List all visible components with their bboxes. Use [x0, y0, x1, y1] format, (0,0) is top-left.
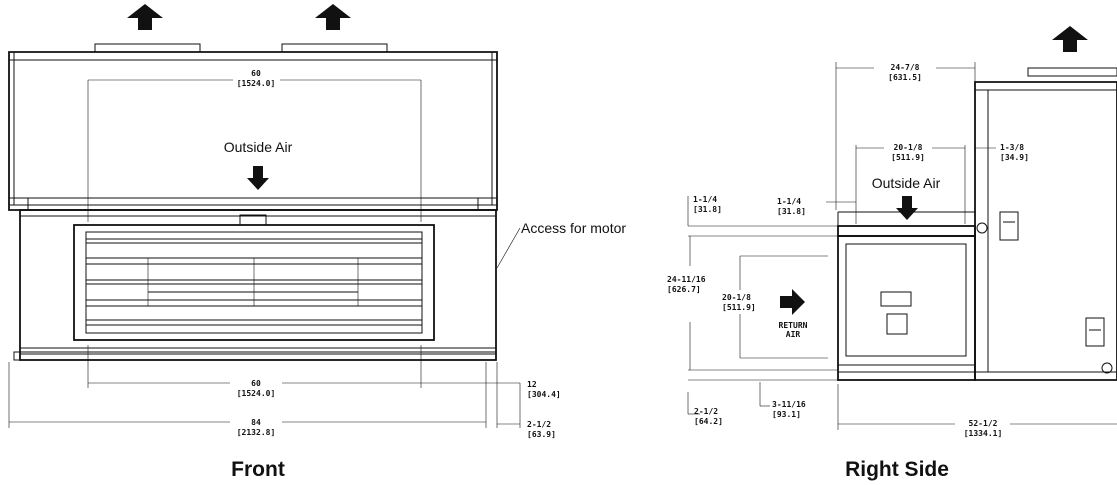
exhaust-arrow-icon — [1052, 26, 1088, 52]
dim-side-3-11-16-mm: [93.1] — [772, 410, 801, 419]
dim-front-overall-84: 84 — [251, 418, 261, 427]
dim-side-2-1-2: 2-1/2 — [694, 407, 718, 416]
dim-front-overall-84-mm: [2132.8] — [237, 428, 276, 437]
dim-front-top-60-mm: [1524.0] — [237, 79, 276, 88]
dim-front-right-2-1-2: 2-1/2 — [527, 420, 551, 429]
return-air-label-line2: AIR — [786, 330, 801, 339]
dim-side-1-3-8-mm: [34.9] — [1000, 153, 1029, 162]
outside-air-hood — [8, 51, 498, 211]
front-view: 60 [1524.0] 60 [1524.0] 84 [2132.8] 12 [… — [8, 4, 626, 481]
front-outside-air-label: Outside Air — [224, 139, 293, 155]
side-outside-air-label: Outside Air — [872, 175, 941, 191]
dim-side-24-11-16: 24-11/16 — [667, 275, 706, 284]
dim-front-bottom-60: 60 — [251, 379, 261, 388]
return-air-arrow-icon — [780, 289, 805, 315]
dim-front-right-2-1-2-mm: [63.9] — [527, 430, 556, 439]
dim-side-24-7-8-mm: [631.5] — [888, 73, 922, 82]
dim-side-24-11-16-mm: [626.7] — [667, 285, 701, 294]
dim-front-right-12: 12 — [527, 380, 537, 389]
dim-side-3-11-16: 3-11/16 — [772, 400, 806, 409]
dim-side-20-1-8: 20-1/8 — [894, 143, 923, 152]
dim-front-bottom-60-mm: [1524.0] — [237, 389, 276, 398]
return-air-label-line1: RETURN — [779, 321, 808, 330]
exhaust-arrow-icon — [315, 4, 351, 30]
dim-side-52-1-2: 52-1/2 — [969, 419, 998, 428]
exhaust-arrow-icon — [127, 4, 163, 30]
right-side-view: 24-7/8 [631.5] 20-1/8 [511.9] 1-3/8 [34.… — [667, 26, 1117, 481]
outside-air-down-arrow-icon — [896, 196, 918, 220]
front-caption: Front — [231, 458, 285, 481]
dim-front-top-60: 60 — [251, 69, 261, 78]
dim-side-20-1-8-mm: [511.9] — [891, 153, 925, 162]
side-cabinet — [974, 81, 1117, 381]
dim-front-right-12-mm: [304.4] — [527, 390, 561, 399]
side-hood — [837, 225, 976, 237]
access-for-motor-label: Access for motor — [521, 220, 626, 236]
right-side-caption: Right Side — [845, 458, 949, 481]
dim-side-center-1-1-4: 1-1/4 — [777, 197, 801, 206]
dim-side-inner-20-1-8-mm: [511.9] — [722, 303, 756, 312]
dim-side-52-1-2-mm: [1334.1] — [964, 429, 1003, 438]
side-return-box — [837, 235, 976, 381]
dim-side-left-1-1-4: 1-1/4 — [693, 195, 717, 204]
dim-side-24-7-8: 24-7/8 — [891, 63, 920, 72]
dim-side-2-1-2-mm: [64.2] — [694, 417, 723, 426]
dim-side-1-3-8: 1-3/8 — [1000, 143, 1024, 152]
inlet-frame — [73, 224, 435, 341]
dim-side-left-1-1-4-mm: [31.8] — [693, 205, 722, 214]
outside-air-down-arrow-icon — [247, 166, 269, 190]
dim-side-center-1-1-4-mm: [31.8] — [777, 207, 806, 216]
dim-side-inner-20-1-8: 20-1/8 — [722, 293, 751, 302]
